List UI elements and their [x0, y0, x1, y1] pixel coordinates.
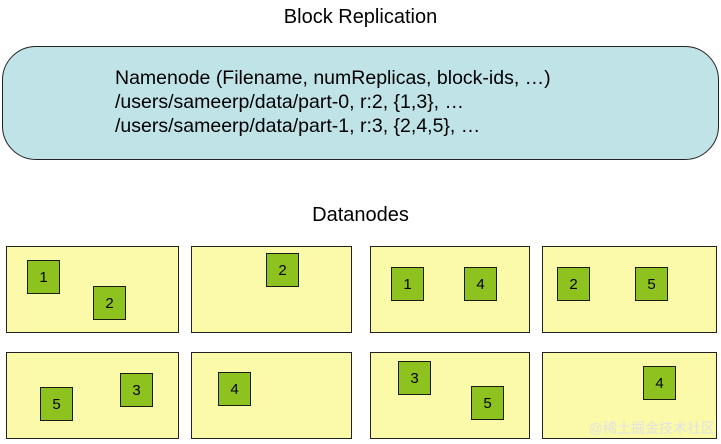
datanode: 1 4 [370, 246, 530, 333]
data-block: 1 [391, 267, 424, 301]
data-block: 3 [398, 361, 431, 395]
data-block: 2 [266, 253, 299, 287]
data-block: 5 [40, 387, 73, 421]
datanode: 4 [191, 352, 352, 439]
data-block: 3 [120, 373, 153, 407]
datanode: 4 [542, 352, 717, 439]
data-block: 5 [635, 267, 668, 301]
datanode: 3 5 [370, 352, 530, 439]
datanodes-title: Datanodes [312, 204, 409, 226]
data-block: 4 [643, 366, 676, 400]
datanode: 1 2 [6, 246, 179, 333]
data-block: 2 [93, 286, 126, 320]
namenode-file-entry: /users/sameerp/data/part-0, r:2, {1,3}, … [115, 91, 465, 113]
datanode: 2 [191, 246, 352, 333]
data-block: 4 [218, 372, 251, 406]
datanode: 5 3 [6, 352, 179, 439]
namenode-box: Namenode (Filename, numReplicas, block-i… [2, 46, 719, 160]
diagram-title: Block Replication [283, 6, 438, 28]
datanode: 2 5 [542, 246, 717, 333]
data-block: 5 [471, 386, 504, 420]
watermark: @稀土掘金技术社区 [588, 420, 715, 436]
data-block: 1 [27, 260, 60, 294]
namenode-file-entry: /users/sameerp/data/part-1, r:3, {2,4,5}… [115, 115, 481, 137]
namenode-header: Namenode (Filename, numReplicas, block-i… [115, 67, 551, 89]
data-block: 4 [464, 267, 497, 301]
data-block: 2 [557, 267, 590, 301]
